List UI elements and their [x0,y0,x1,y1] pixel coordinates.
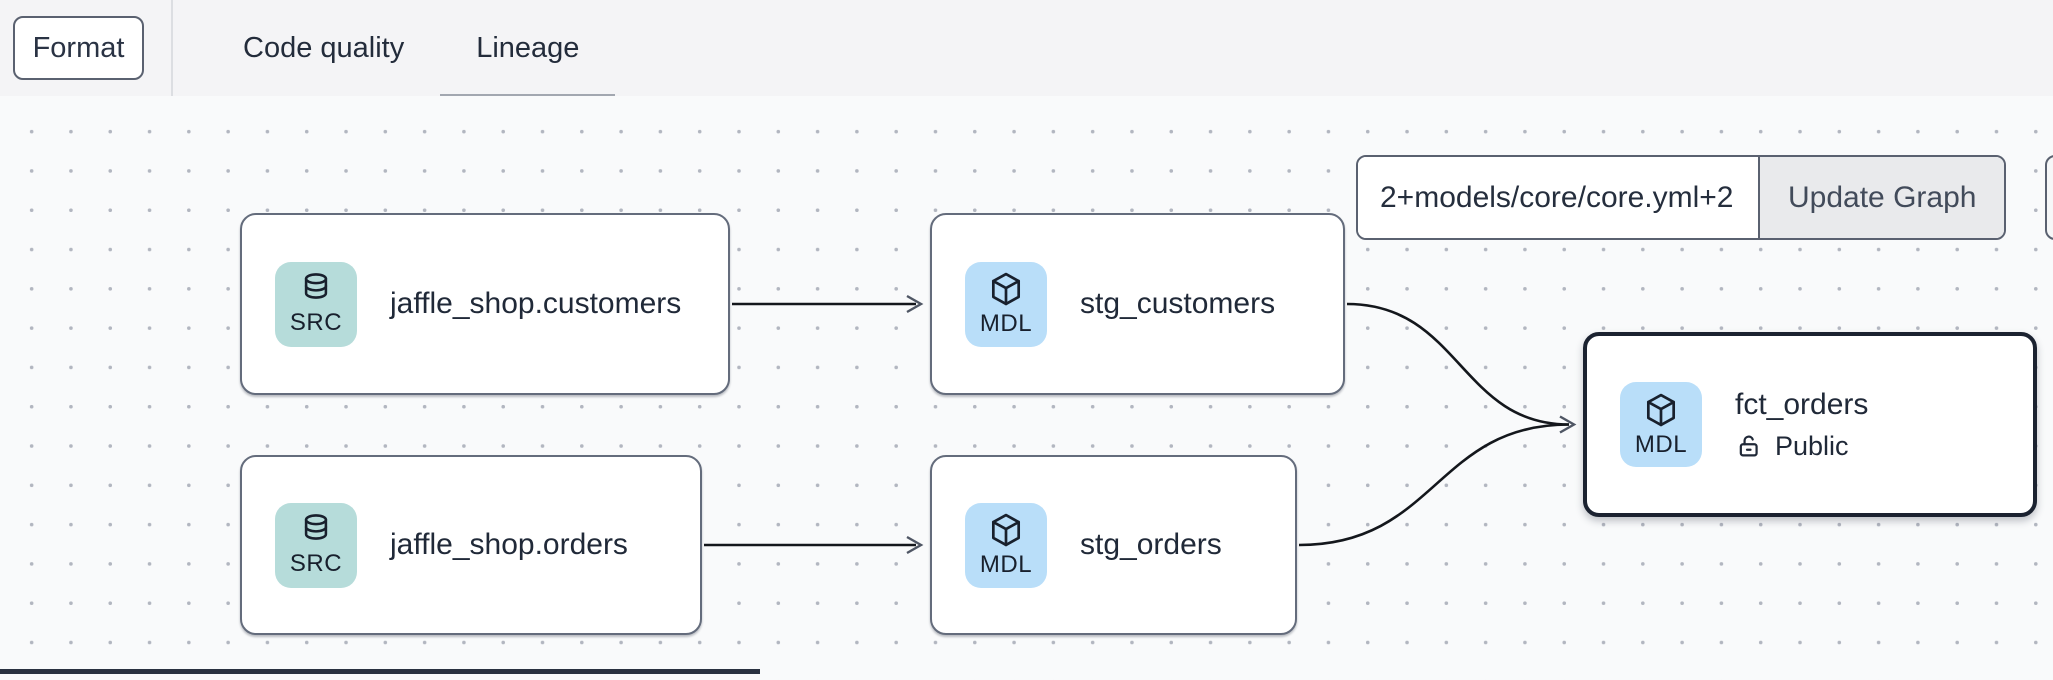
source-badge: SRC [275,261,357,347]
lineage-node-src_customers[interactable]: SRC jaffle_shop.customers [240,213,730,395]
tab-lineage[interactable]: Lineage [440,0,616,99]
update-graph-button[interactable]: Update Graph [1758,157,2005,238]
model-badge: MDL [965,261,1047,347]
node-title: stg_customers [1080,287,1276,320]
database-icon [304,514,328,540]
database-icon [304,273,328,299]
lineage-selector-input[interactable] [1358,157,1758,238]
bottom-panel-edge [0,669,760,674]
cube-icon [991,272,1021,306]
clipped-toolbar-button[interactable] [2045,155,2053,240]
node-title: stg_orders [1080,528,1222,561]
node-badge: MDL [979,551,1033,578]
node-access-label: Public [1775,430,1849,461]
tab-bar: Code quality Lineage [207,0,616,99]
node-title: jaffle_shop.orders [390,528,628,561]
model-badge: MDL [1620,382,1702,467]
tab-code-quality[interactable]: Code quality [243,31,405,64]
lineage-node-fct_orders[interactable]: MDL fct_orders Public [1583,332,2037,517]
node-badge: SRC [289,550,343,577]
lock-open-icon [1739,435,1758,457]
node-title: fct_orders [1735,387,1869,421]
node-title: jaffle_shop.customers [390,287,682,320]
lineage-selector-group: Update Graph [1356,155,2007,240]
format-button[interactable]: Format [13,16,144,80]
lineage-node-stg_customers[interactable]: MDL stg_customers [930,213,1345,395]
cube-icon [1646,393,1676,426]
node-badge: MDL [1634,430,1688,458]
lineage-node-src_orders[interactable]: SRC jaffle_shop.orders [240,455,702,635]
lineage-node-stg_orders[interactable]: MDL stg_orders [930,455,1297,635]
cube-icon [991,513,1021,547]
node-access-row: Public [1735,431,1868,462]
model-badge: MDL [965,502,1047,588]
source-badge: SRC [275,502,357,588]
editor-toolbar: Format Code quality Lineage [0,0,2053,99]
node-badge: SRC [289,309,343,336]
node-badge: MDL [979,310,1033,337]
toolbar-divider [171,0,173,96]
